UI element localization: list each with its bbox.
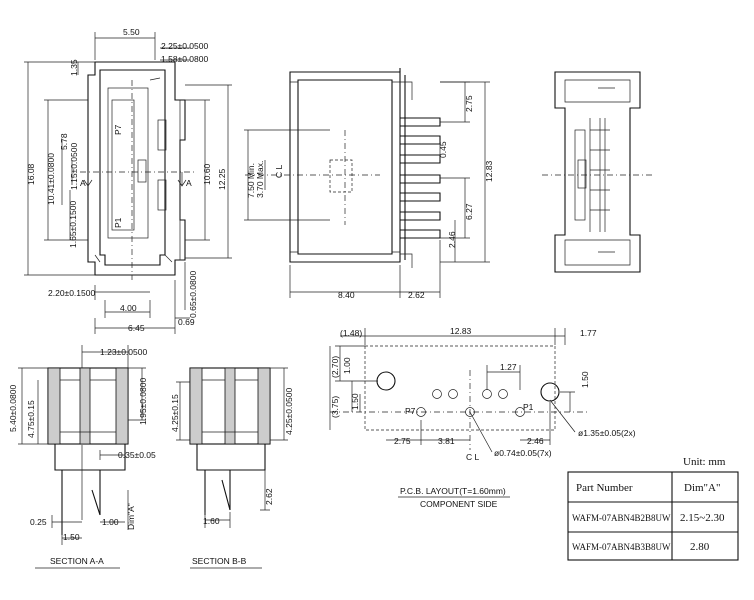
dim-1-77: 1.77	[580, 328, 597, 338]
dim-2-75: 2.75	[464, 95, 474, 112]
dim-16-08: 16.08	[26, 163, 36, 185]
table-row-1-dim: 2.15~2.30	[680, 512, 725, 524]
pcb-layout	[329, 328, 590, 498]
dim-1-27: 1.27	[500, 362, 517, 372]
dim-4-25-bb-right: 4.25±0.0500	[284, 388, 294, 435]
dim-2-75-pcb: 2.75	[394, 436, 411, 446]
part-table	[567, 471, 739, 561]
dim-1-60: 1.60	[203, 516, 220, 526]
section-aa	[18, 345, 146, 569]
dim-1-00-pcb: 1.00	[342, 357, 352, 374]
dim-2-46: 2.46	[447, 231, 457, 248]
dim-1-35: 1.35	[69, 59, 79, 76]
callout-small-holes: ø0.74±0.05(7x)	[494, 448, 552, 458]
dim-1-48: (1.48)	[340, 328, 362, 338]
dim-8-40: 8.40	[338, 290, 355, 300]
dim-0-45: 0.45	[438, 141, 448, 158]
dim-3-75: (3.75)	[330, 396, 340, 418]
section-bb-labels: 4.25±0.15 4.25±0.0500 2.62 1.60 SECTION …	[170, 388, 294, 566]
dim-4-25-bb-left: 4.25±0.15	[170, 394, 180, 432]
section-bb	[176, 367, 288, 569]
section-aa-title: SECTION A-A	[50, 556, 104, 566]
section-aa-labels: 1.23±0.0500 5.40±0.0800 4.75±0.15 1.95±0…	[8, 347, 156, 566]
section-mark-left: A	[80, 178, 86, 188]
dim-7-50-min: 7.50 Min.	[246, 163, 256, 198]
section-bb-title: SECTION B-B	[192, 556, 247, 566]
dim-10-41: 10.41±0.0800	[46, 153, 56, 205]
dim-12-83: 12.83	[484, 160, 494, 182]
pcb-layout-title: P.C.B. LAYOUT(T=1.60mm)	[400, 486, 506, 496]
top-view-labels: 5.50 2.25±0.0500 1.58±0.0800 1.35 16.08 …	[26, 27, 227, 333]
front-view	[244, 68, 490, 298]
pin-label-p7: P7	[113, 124, 123, 135]
dim-5-50: 5.50	[123, 27, 140, 37]
section-mark-right: A	[186, 178, 192, 188]
dim-5-40: 5.40±0.0800	[8, 385, 18, 432]
side-view	[542, 71, 655, 273]
dim-0-69: 0.69	[178, 317, 195, 327]
dim-10-60: 10.60	[202, 163, 212, 185]
dim-12-83-pcb: 12.83	[450, 326, 472, 336]
callout-large-holes: ø1.35±0.05(2x)	[578, 428, 636, 438]
pcb-layout-labels: (1.48) 12.83 1.77 (2.70) 1.00 1.27 1.50 …	[330, 326, 636, 509]
dim-5-78: 5.78	[59, 133, 69, 150]
dim-2-46-pcb: 2.46	[527, 436, 544, 446]
dim-6-45: 6.45	[128, 323, 145, 333]
dim-1-50-left: 1.50	[350, 393, 360, 410]
table-row-2-part: WAFM-07ABN4B3B8UW	[572, 542, 671, 552]
dim-1-50-right: 1.50	[580, 371, 590, 388]
table-row-1-part: WAFM-07ABN4B2B8UW	[572, 513, 671, 523]
table-header-dim: Dim"A"	[684, 482, 720, 494]
dim-2-70: (2.70)	[330, 356, 340, 378]
dim-0-35: 0.35±0.05	[118, 450, 156, 460]
dim-0-65: 0.65±0.0800	[188, 271, 198, 318]
pcb-center-mark: C L	[466, 452, 480, 462]
dim-1-23: 1.23±0.0500	[100, 347, 147, 357]
dim-2-25: 2.25±0.0500	[161, 41, 208, 51]
table-header-part: Part Number	[576, 482, 633, 494]
center-mark-front: C L	[274, 165, 284, 179]
dim-1-65: 1.65±0.1500	[68, 201, 78, 248]
unit-label: Unit: mm	[683, 456, 726, 468]
dim-2-62: 2.62	[408, 290, 425, 300]
part-table-text: Unit: mm Part Number Dim"A" WAFM-07ABN4B…	[572, 456, 726, 553]
dim-2-62-bb: 2.62	[264, 488, 274, 505]
dim-0-25: 0.25	[30, 517, 47, 527]
pcb-pin-label-p7: P7	[405, 406, 416, 416]
dim-12-25: 12.25	[217, 168, 227, 190]
pcb-layout-subtitle: COMPONENT SIDE	[420, 499, 498, 509]
pcb-pin-label-p1: P1	[523, 402, 534, 412]
dim-6-27: 6.27	[464, 203, 474, 220]
dim-1-15: 1.15±0.0500	[69, 143, 79, 190]
dim-3-81: 3.81	[438, 436, 455, 446]
pin-label-p1: P1	[113, 217, 123, 228]
dim-4-75: 4.75±0.15	[26, 400, 36, 438]
dim-3-70-max: 3.70 Max.	[255, 161, 265, 198]
dim-4-00: 4.00	[120, 303, 137, 313]
dim-1-58: 1.58±0.0800	[161, 54, 208, 64]
top-view	[24, 32, 232, 334]
dim-a-label: Dim"A"	[126, 503, 136, 530]
dim-1-00-aa: 1.00	[102, 517, 119, 527]
dim-2-20: 2.20±0.1500	[48, 288, 95, 298]
dim-1-95: 1.95±0.0800	[138, 378, 148, 425]
dim-1-50-aa: 1.50	[63, 532, 80, 542]
table-row-2-dim: 2.80	[690, 541, 710, 553]
front-view-labels: 7.50 Min. 3.70 Max. 8.40 2.62 2.75 0.45 …	[246, 95, 494, 300]
